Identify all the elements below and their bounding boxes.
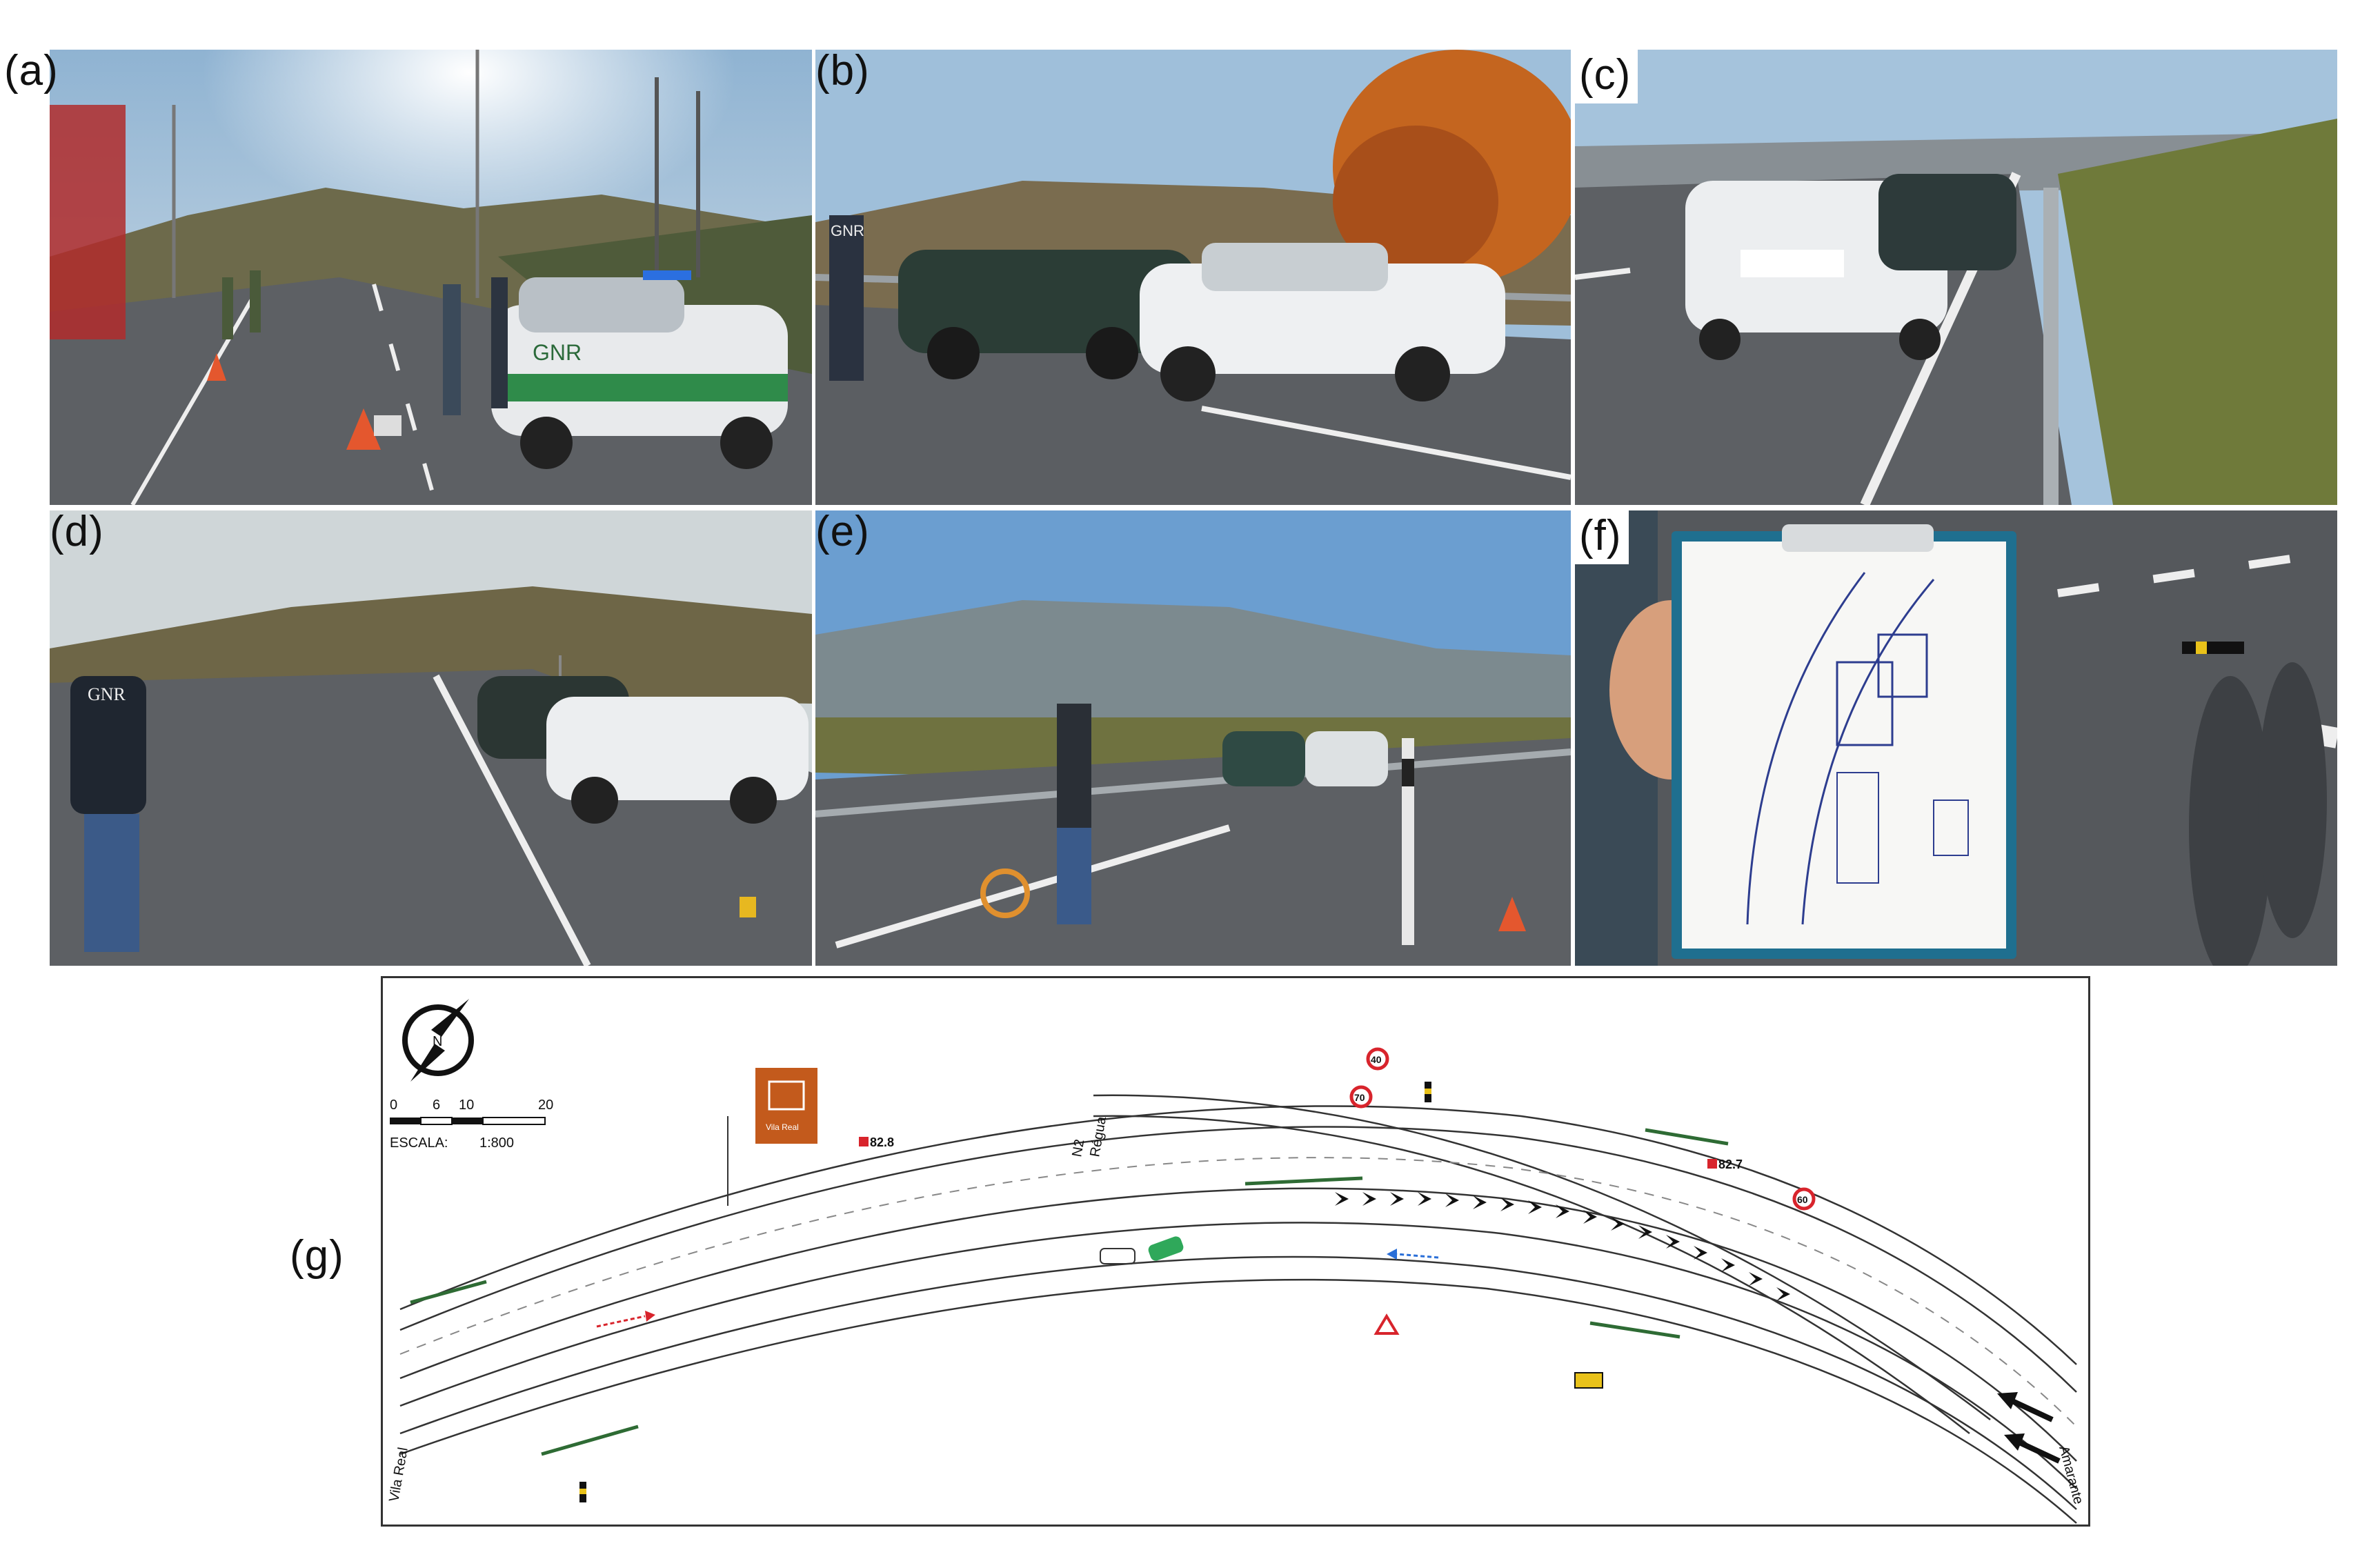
officer-vest-text: GNR [831, 222, 864, 239]
svg-text:N: N [433, 1034, 442, 1049]
svg-text:40: 40 [1371, 1054, 1382, 1065]
north-arrow-icon: N [402, 999, 474, 1082]
road-lines [399, 1094, 2077, 1524]
scale-tick-6: 6 [433, 1098, 440, 1113]
panel-label-d: (d) [50, 508, 104, 555]
bollard-icon [579, 1082, 1431, 1502]
km-marker-a: 82.8 [859, 1135, 894, 1149]
officer-back-text: GNR [88, 684, 126, 704]
scale-ratio: 1:800 [479, 1135, 514, 1151]
km-marker-a-text: 82.8 [870, 1135, 894, 1149]
vehicle-marker-green [1148, 1236, 1184, 1261]
vehicle-marker-outline [1100, 1248, 1136, 1264]
panel-label-f: (f) [1575, 510, 1629, 564]
tourist-sign-icon: Vila Real [755, 1068, 817, 1144]
direction-arrow-blue [1387, 1249, 1439, 1260]
photo-panel-c [1575, 50, 2337, 505]
scale-tick-10: 10 [459, 1098, 474, 1113]
skid-marks [1335, 1192, 1790, 1301]
panel-label-e: (e) [815, 508, 870, 555]
road-name-n2: N2 [1069, 1138, 1087, 1158]
road-name-amarante: Amarante [2056, 1444, 2086, 1506]
photo-panel-e [815, 510, 1571, 966]
km-marker-b-text: 82.7 [1718, 1158, 1743, 1171]
warning-sign-icon [1374, 1313, 1400, 1335]
speed-sign-b: 70 [1349, 1085, 1373, 1109]
direction-arrow-red [596, 1311, 655, 1328]
chevron-sign-icon [1574, 1372, 1603, 1389]
scale-title: ESCALA: [390, 1135, 448, 1151]
road-map-panel: N 0 6 10 20 ESCALA: 1:800 [381, 976, 2090, 1527]
speed-sign-a: 40 [1366, 1047, 1389, 1071]
tourist-sign-text: Vila Real [766, 1122, 799, 1132]
svg-text:70: 70 [1354, 1092, 1365, 1103]
panel-label-c: (c) [1575, 50, 1638, 103]
photo-panel-b: GNR [815, 50, 1571, 505]
patrol-car-text: GNR [533, 340, 582, 365]
scale-tick-0: 0 [390, 1098, 397, 1113]
speed-sign-c: 60 [1792, 1187, 1816, 1211]
photo-panel-d: GNR [50, 510, 812, 966]
panel-label-g: (g) [290, 1232, 344, 1280]
km-marker-b: 82.7 [1707, 1158, 1743, 1171]
scale-tick-20: 20 [538, 1098, 553, 1113]
scale-bar: 0 6 10 20 ESCALA: 1:800 [390, 1098, 553, 1151]
svg-text:60: 60 [1797, 1194, 1808, 1205]
panel-label-a: (a) [4, 47, 59, 95]
photo-panel-f [1575, 510, 2337, 966]
panel-label-b: (b) [815, 47, 870, 95]
road-name-vila-real: Vila Real [386, 1447, 411, 1503]
photo-panel-a: GNR [50, 50, 812, 505]
traffic-direction-arrows [1997, 1392, 2061, 1464]
